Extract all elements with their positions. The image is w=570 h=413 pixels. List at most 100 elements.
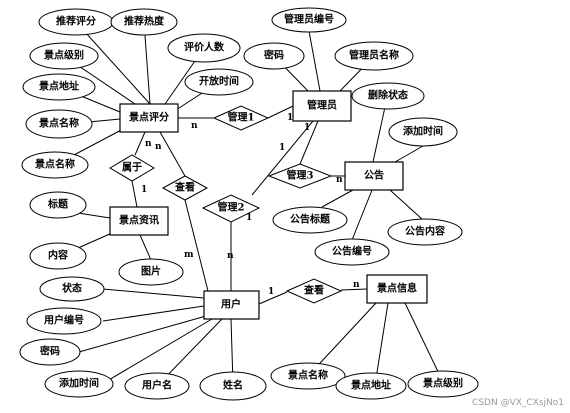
attribute-label: 添加时间 xyxy=(59,377,99,390)
attribute-scenic-level: 景点级别 xyxy=(29,42,99,70)
edge xyxy=(77,232,113,249)
edge xyxy=(308,30,321,92)
attribute-admin-id: 管理员编号 xyxy=(271,7,347,33)
edge xyxy=(77,212,111,219)
edge xyxy=(75,21,151,105)
attribute-delete-status: 删除状态 xyxy=(351,82,425,110)
attribute-scenic-level: 景点级别 xyxy=(407,370,479,398)
relationship-manage-3[interactable]: 管理3 xyxy=(267,163,333,189)
cardinality-label: n xyxy=(155,142,162,152)
attribute-label: 管理员编号 xyxy=(284,13,334,26)
edge xyxy=(394,145,424,163)
cardinality-label: 1 xyxy=(246,213,252,223)
attribute-title: 标题 xyxy=(29,191,87,219)
relationship-view-rating[interactable]: 查看 xyxy=(161,175,209,201)
relationship-label: 管理3 xyxy=(287,169,314,182)
cardinality-label: 1 xyxy=(268,287,274,297)
attribute-label: 景点级别 xyxy=(423,377,463,390)
entity-label: 用户 xyxy=(220,298,241,311)
edge xyxy=(351,189,373,241)
attribute-label: 公告标题 xyxy=(290,213,331,226)
attribute-label: 内容 xyxy=(48,249,68,262)
edge xyxy=(139,234,152,261)
attribute-reviewer-count: 评价人数 xyxy=(167,33,241,63)
attribute-label: 公告编号 xyxy=(332,245,372,258)
relationship-label: 查看 xyxy=(303,284,324,297)
attribute-label: 管理员名称 xyxy=(349,49,399,62)
edge xyxy=(258,291,288,305)
entity-label: 景点资讯 xyxy=(119,214,159,227)
entity-label: 景点信息 xyxy=(377,282,417,295)
attribute-recommend-heat: 推荐热度 xyxy=(110,8,178,36)
cardinalities: n 1 1 1 n n n 1 m n 1 1 n xyxy=(141,113,360,297)
relationship-manage-2[interactable]: 管理2 xyxy=(201,194,261,223)
edge xyxy=(102,305,205,322)
attribute-label: 用户名 xyxy=(141,379,172,392)
edge xyxy=(159,131,186,177)
entity-user[interactable]: 用户 xyxy=(203,290,260,320)
relationship-label: 管理2 xyxy=(218,201,245,214)
edge xyxy=(78,315,207,353)
cardinality-label: 1 xyxy=(279,143,285,153)
attribute-image: 图片 xyxy=(118,258,184,286)
entity-scenic-news[interactable]: 景点资讯 xyxy=(109,206,169,236)
edge xyxy=(184,199,209,292)
attribute-recommend-score: 推荐评分 xyxy=(38,8,114,36)
attribute-announcement-title: 公告标题 xyxy=(272,206,348,234)
cardinality-label: n xyxy=(336,175,343,185)
edge xyxy=(102,288,205,299)
relationship-manage-1[interactable]: 管理1 xyxy=(212,105,270,131)
attribute-label: 添加时间 xyxy=(403,125,443,138)
entity-label: 公告 xyxy=(364,169,384,182)
cardinality-label: 1 xyxy=(287,113,293,123)
relationship-label: 属于 xyxy=(122,162,142,174)
cardinality-label: n xyxy=(145,139,152,149)
edge xyxy=(374,302,389,386)
cardinality-label: n xyxy=(227,251,234,261)
attribute-label: 密码 xyxy=(40,345,60,358)
relationship-label: 查看 xyxy=(174,181,195,194)
attribute-status: 状态 xyxy=(39,276,105,302)
attribute-label: 姓名 xyxy=(222,379,243,392)
cardinality-label: n xyxy=(191,121,198,131)
entity-label: 景点评分 xyxy=(129,111,169,124)
attribute-user-id: 用户编号 xyxy=(26,307,102,335)
watermark: CSDN @VX_CXsjNo1 xyxy=(472,398,564,408)
attribute-label: 开放时间 xyxy=(199,75,239,88)
attribute-content: 内容 xyxy=(29,242,87,270)
attribute-announcement-content: 公告内容 xyxy=(387,218,463,246)
relationship-view-info[interactable]: 查看 xyxy=(285,278,343,304)
entity-administrator[interactable]: 管理员 xyxy=(292,90,352,122)
cardinality-label: n xyxy=(353,280,360,290)
attribute-label: 图片 xyxy=(141,265,161,278)
attribute-label: 推荐评分 xyxy=(56,15,96,28)
attribute-scenic-name: 景点名称 xyxy=(21,151,89,179)
attribute-label: 公告内容 xyxy=(405,225,445,238)
edge xyxy=(389,189,424,221)
attribute-label: 景点名称 xyxy=(288,369,328,382)
attribute-label: 景点级别 xyxy=(44,49,84,62)
attribute-admin-name: 管理员名称 xyxy=(334,41,414,71)
attribute-open-time: 开放时间 xyxy=(184,68,254,96)
edge xyxy=(340,288,368,291)
attribute-scenic-name: 景点名称 xyxy=(270,362,346,390)
attribute-password: 密码 xyxy=(243,42,305,70)
entity-scenic-info[interactable]: 景点信息 xyxy=(366,274,428,304)
attribute-label: 推荐热度 xyxy=(124,15,165,28)
attribute-scenic-name: 景点名称 xyxy=(25,109,93,139)
attribute-label: 景点名称 xyxy=(39,117,79,130)
edge xyxy=(321,189,354,208)
relationship-belongs-to[interactable]: 属于 xyxy=(109,154,155,182)
attribute-add-time: 添加时间 xyxy=(388,117,458,147)
attribute-label: 评价人数 xyxy=(184,41,225,54)
attribute-add-time: 添加时间 xyxy=(44,370,114,398)
attribute-label: 状态 xyxy=(62,282,82,295)
edge xyxy=(143,21,151,105)
edge xyxy=(267,105,294,119)
attribute-scenic-address: 景点地址 xyxy=(22,73,96,101)
relationship-label: 管理1 xyxy=(228,111,255,124)
entity-announcement[interactable]: 公告 xyxy=(344,161,404,191)
entity-scenic-rating[interactable]: 景点评分 xyxy=(119,103,179,133)
